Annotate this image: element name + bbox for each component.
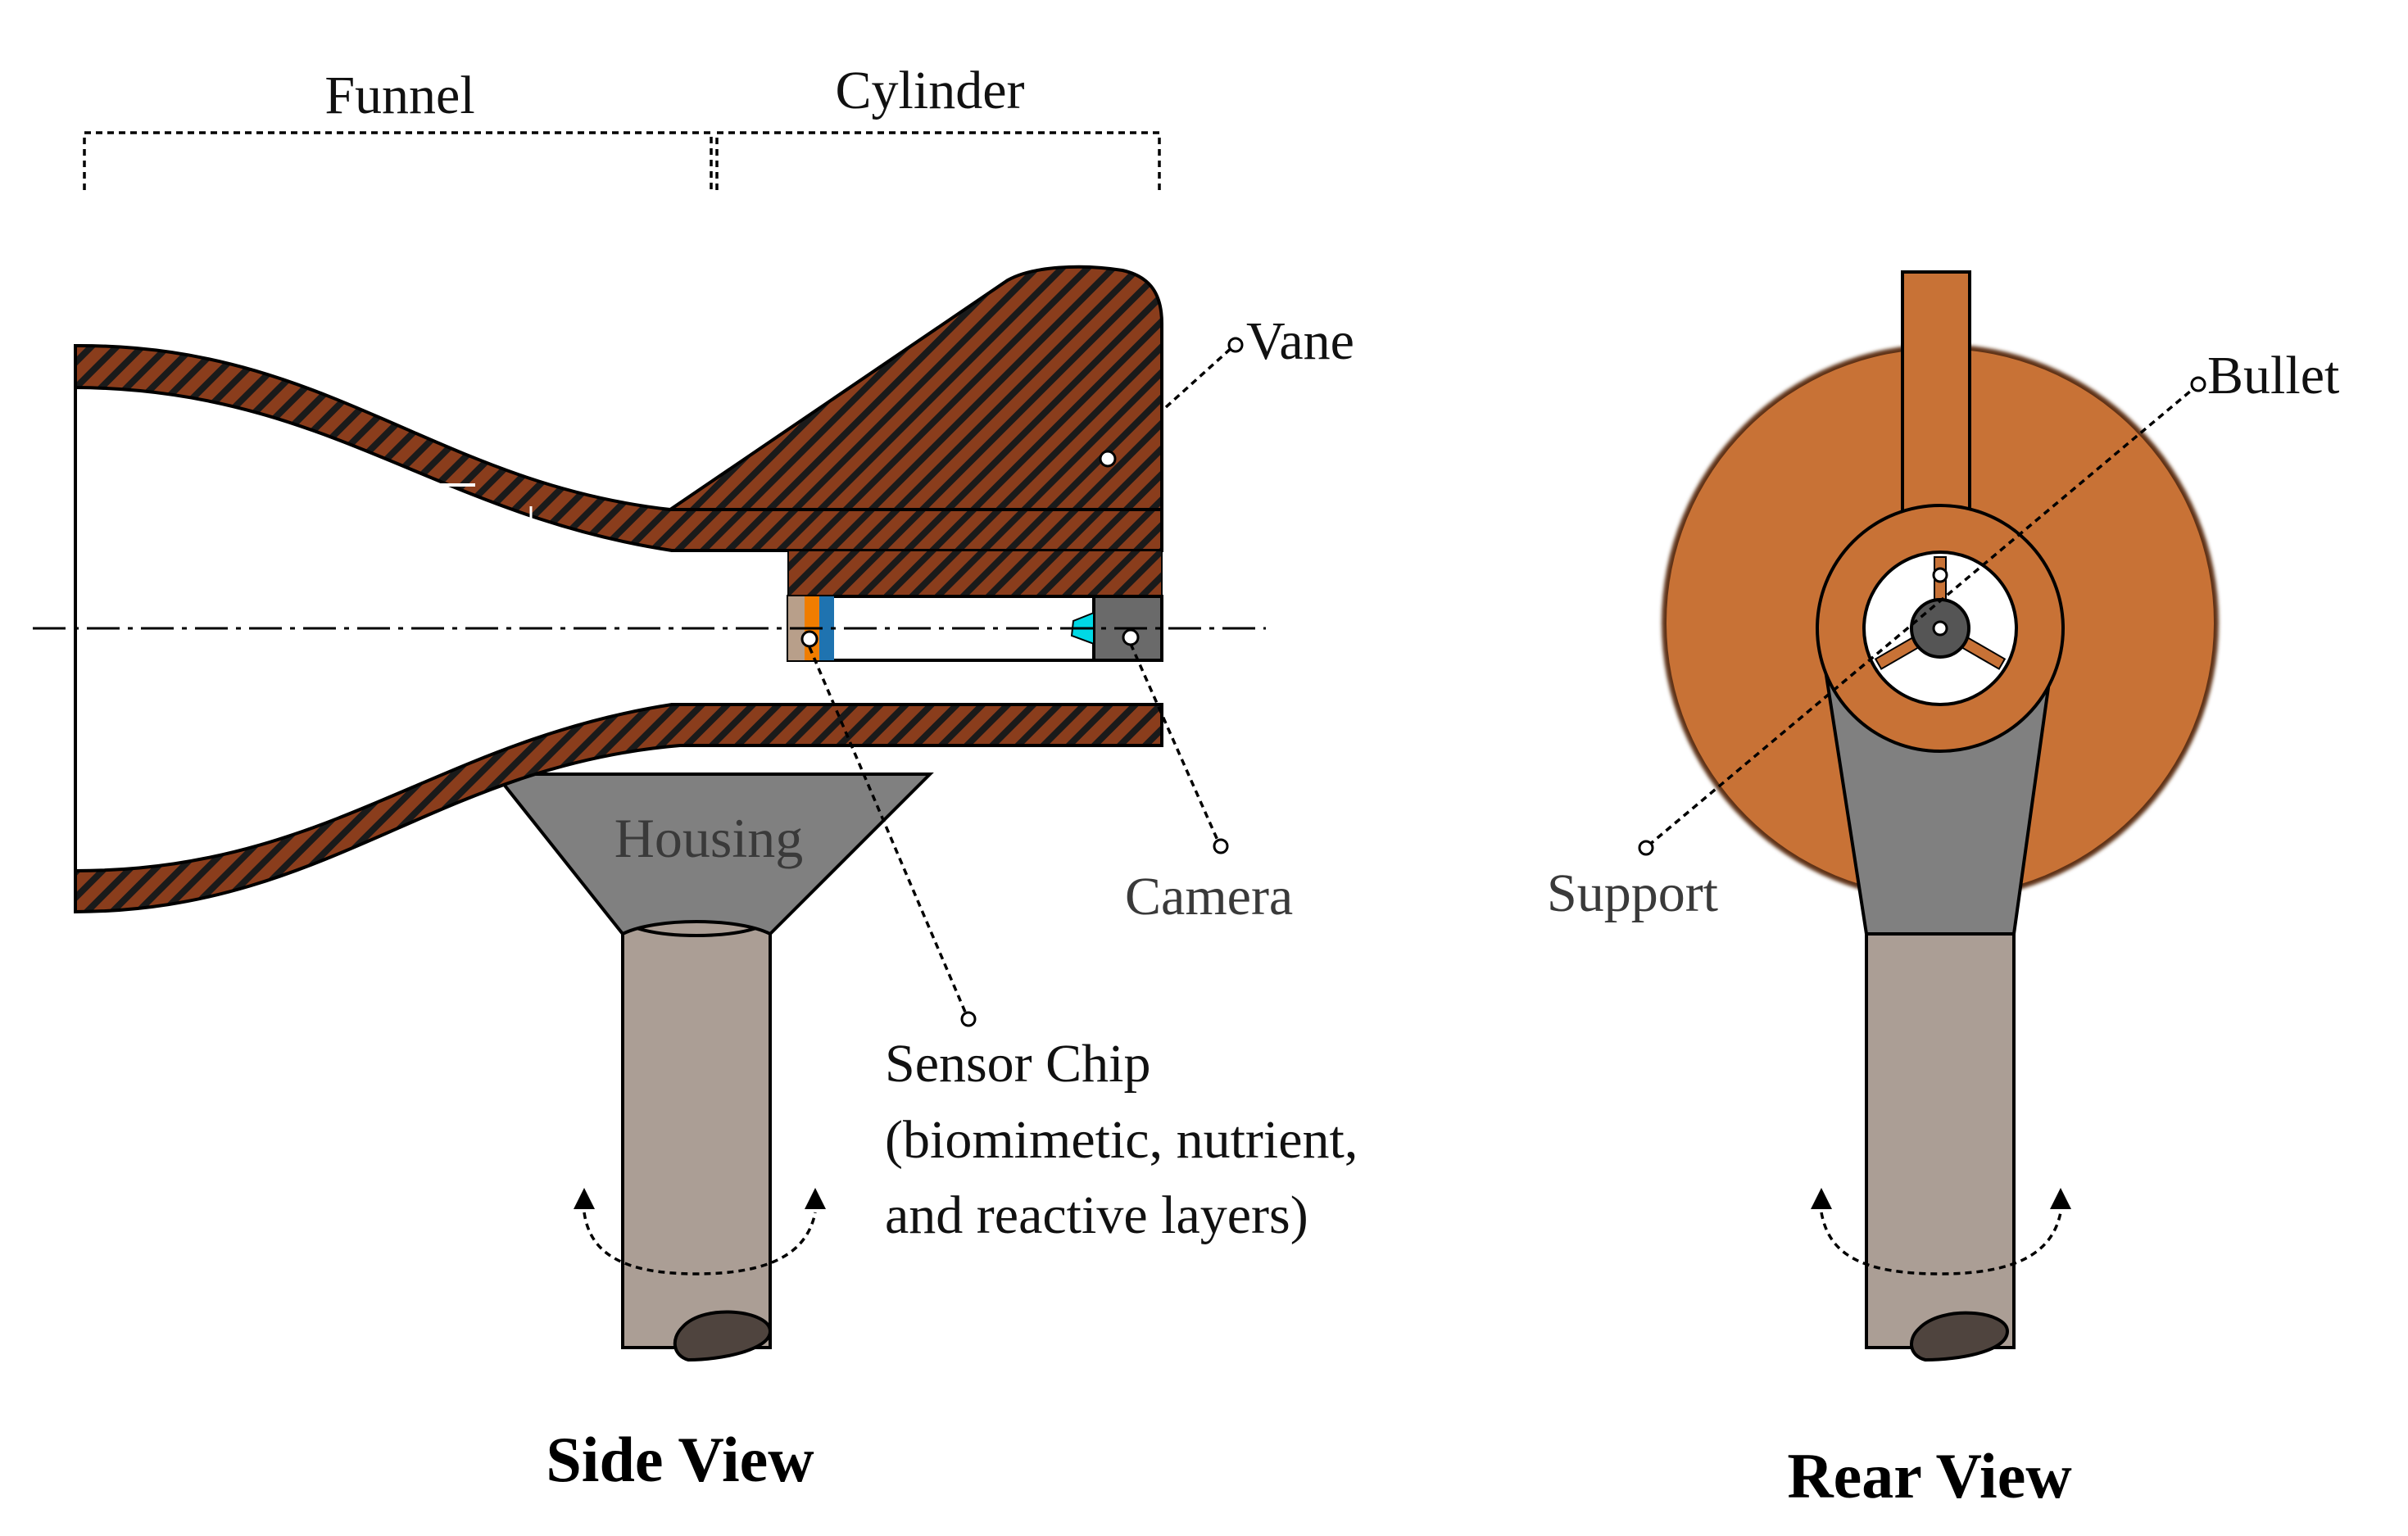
rear-view-title: Rear View (1787, 1440, 2071, 1511)
funnel-bracket (83, 131, 713, 190)
top-fin (1901, 270, 1971, 529)
sensor-chip-leader-pin (960, 1011, 977, 1027)
camera-pin (1122, 628, 1140, 646)
sensor-chip-leader (808, 646, 968, 1017)
support-label: Support (1547, 863, 1718, 923)
camera-label: Camera (1125, 867, 1293, 927)
vane-leader (1164, 345, 1235, 409)
camera-leader (1129, 643, 1221, 845)
rear-view: Bullet Support Rear View (1547, 270, 2339, 1511)
cylinder-inner-block (787, 550, 1163, 597)
cylinder-label: Cylinder (836, 61, 1025, 120)
vane-leader-pin (1227, 337, 1244, 353)
bullet-leader (1647, 385, 2197, 847)
housing (492, 773, 934, 936)
chip-blue-layer (819, 596, 834, 660)
side-view: Funnel Cylinder Housing (33, 61, 1358, 1495)
strut-pin (1932, 567, 1948, 583)
rear-pole-end-cap (1910, 1311, 2010, 1362)
vane-label: Vane (1246, 311, 1354, 371)
sensor-chip-label: Sensor Chip (885, 1034, 1151, 1094)
funnel-label: Funnel (324, 66, 474, 125)
cylinder-ring (1816, 504, 2065, 753)
support-leader-pin (1638, 840, 1654, 856)
sensor-chip-desc-1: (biomimetic, nutrient, (885, 1110, 1358, 1170)
bullet-leader-pin (2190, 376, 2206, 392)
sensor-chip-desc-2: and reactive layers) (885, 1185, 1308, 1245)
rear-rotation-arrow-icon (1811, 1188, 2071, 1275)
vane (664, 265, 1163, 511)
funnel-lower-wall (74, 703, 1163, 914)
rear-support-pole (1865, 928, 2016, 1362)
cylinder-bracket (715, 131, 1161, 190)
support-pole (621, 898, 773, 1362)
bullet-label: Bullet (2207, 346, 2339, 406)
housing-label: Housing (614, 807, 803, 869)
sensor-chip-pin (800, 630, 819, 648)
camera-leader-pin (1213, 838, 1229, 854)
rotation-arrow-icon (574, 1188, 826, 1275)
side-view-title: Side View (546, 1424, 814, 1495)
vane-pin (1099, 450, 1117, 468)
pole-end-cap (673, 1310, 773, 1362)
bullet-pin (1932, 620, 1948, 637)
